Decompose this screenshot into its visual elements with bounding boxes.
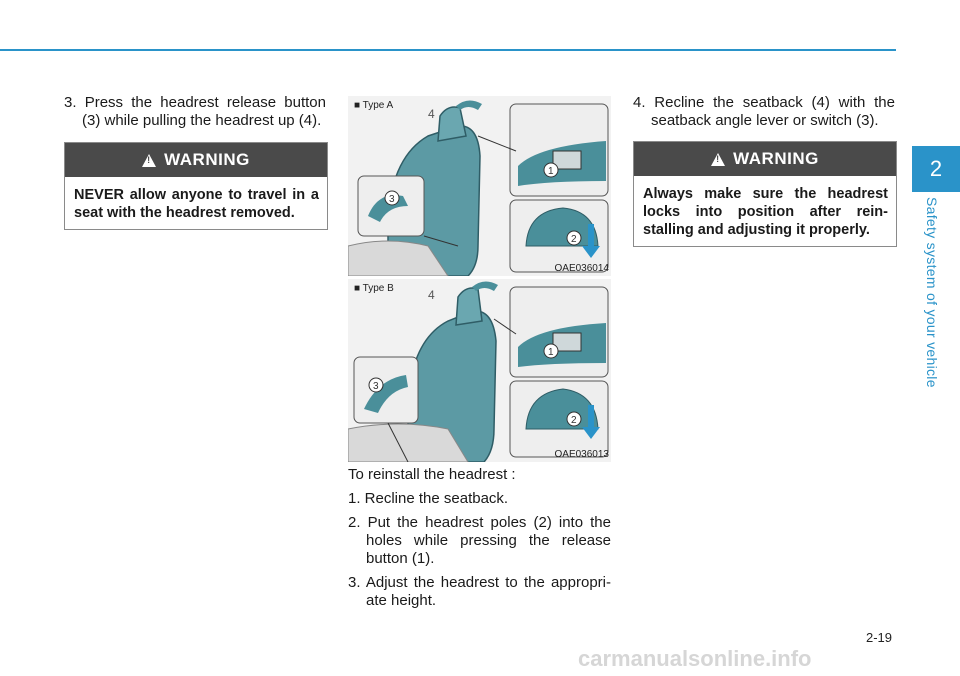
figure-code-b: OAE036013	[554, 449, 610, 460]
warning-box-left: WARNING NEVER allow anyone to travel in …	[64, 142, 328, 230]
middle-column: To reinstall the headrest : 1. Recline t…	[348, 466, 611, 616]
svg-text:4: 4	[428, 288, 435, 302]
reinstall-step-1: 1. Recline the seatback.	[348, 490, 509, 507]
svg-text:3: 3	[373, 381, 379, 392]
reinstall-step-3: 3. Adjust the headrest to the appropri-a…	[348, 574, 611, 609]
reinstall-step-2: 2. Put the headrest poles (2) into the h…	[348, 514, 611, 567]
warning-title: WARNING	[164, 150, 250, 169]
svg-text:3: 3	[389, 194, 395, 205]
warning-text: Always make sure the headrest locks into…	[643, 186, 888, 238]
warning-icon	[142, 153, 157, 167]
seat-illustration-b: 3 4 1 2	[348, 281, 609, 462]
figure-code-a: OAE036014	[554, 263, 610, 274]
watermark: carmanualsonline.info	[578, 646, 812, 671]
section-side-title: Safety system of your vehicle	[921, 197, 943, 400]
step-4-text: 4. Recline the seatback (4) with the sea…	[633, 94, 895, 129]
left-column: 3. Press the headrest release button (3)…	[64, 94, 326, 136]
type-a-label: ■ Type A	[354, 100, 394, 111]
type-b-label: ■ Type B	[354, 283, 394, 294]
svg-text:1: 1	[548, 347, 554, 358]
page-number: 2-19	[866, 630, 893, 645]
seat-illustration-a: 3 4 1 2	[348, 100, 609, 276]
header-rule	[0, 49, 896, 51]
warning-text: NEVER allow anyone to travel in a seat w…	[74, 187, 319, 221]
warning-title: WARNING	[733, 149, 819, 168]
section-number: 2	[929, 156, 943, 181]
warning-header: WARNING	[65, 143, 327, 177]
figure-type-b: 3 4 1 2 ■ Type B OAE036013	[348, 279, 611, 462]
step-3-text: 3. Press the headrest release button (3)…	[64, 94, 326, 129]
warning-icon	[711, 152, 726, 166]
svg-text:2: 2	[571, 234, 577, 245]
svg-text:4: 4	[428, 107, 435, 121]
section-title: Safety system of your vehicle	[924, 197, 940, 388]
svg-text:1: 1	[548, 166, 554, 177]
warning-box-right: WARNING Always make sure the headrest lo…	[633, 141, 897, 247]
right-column: 4. Recline the seatback (4) with the sea…	[633, 94, 895, 136]
figure-type-a: 3 4 1 2 ■ Type A OAE036014	[348, 96, 611, 276]
warning-header: WARNING	[634, 142, 896, 176]
svg-text:2: 2	[571, 415, 577, 426]
reinstall-intro: To reinstall the headrest :	[348, 466, 516, 483]
section-tab: 2	[912, 146, 960, 192]
